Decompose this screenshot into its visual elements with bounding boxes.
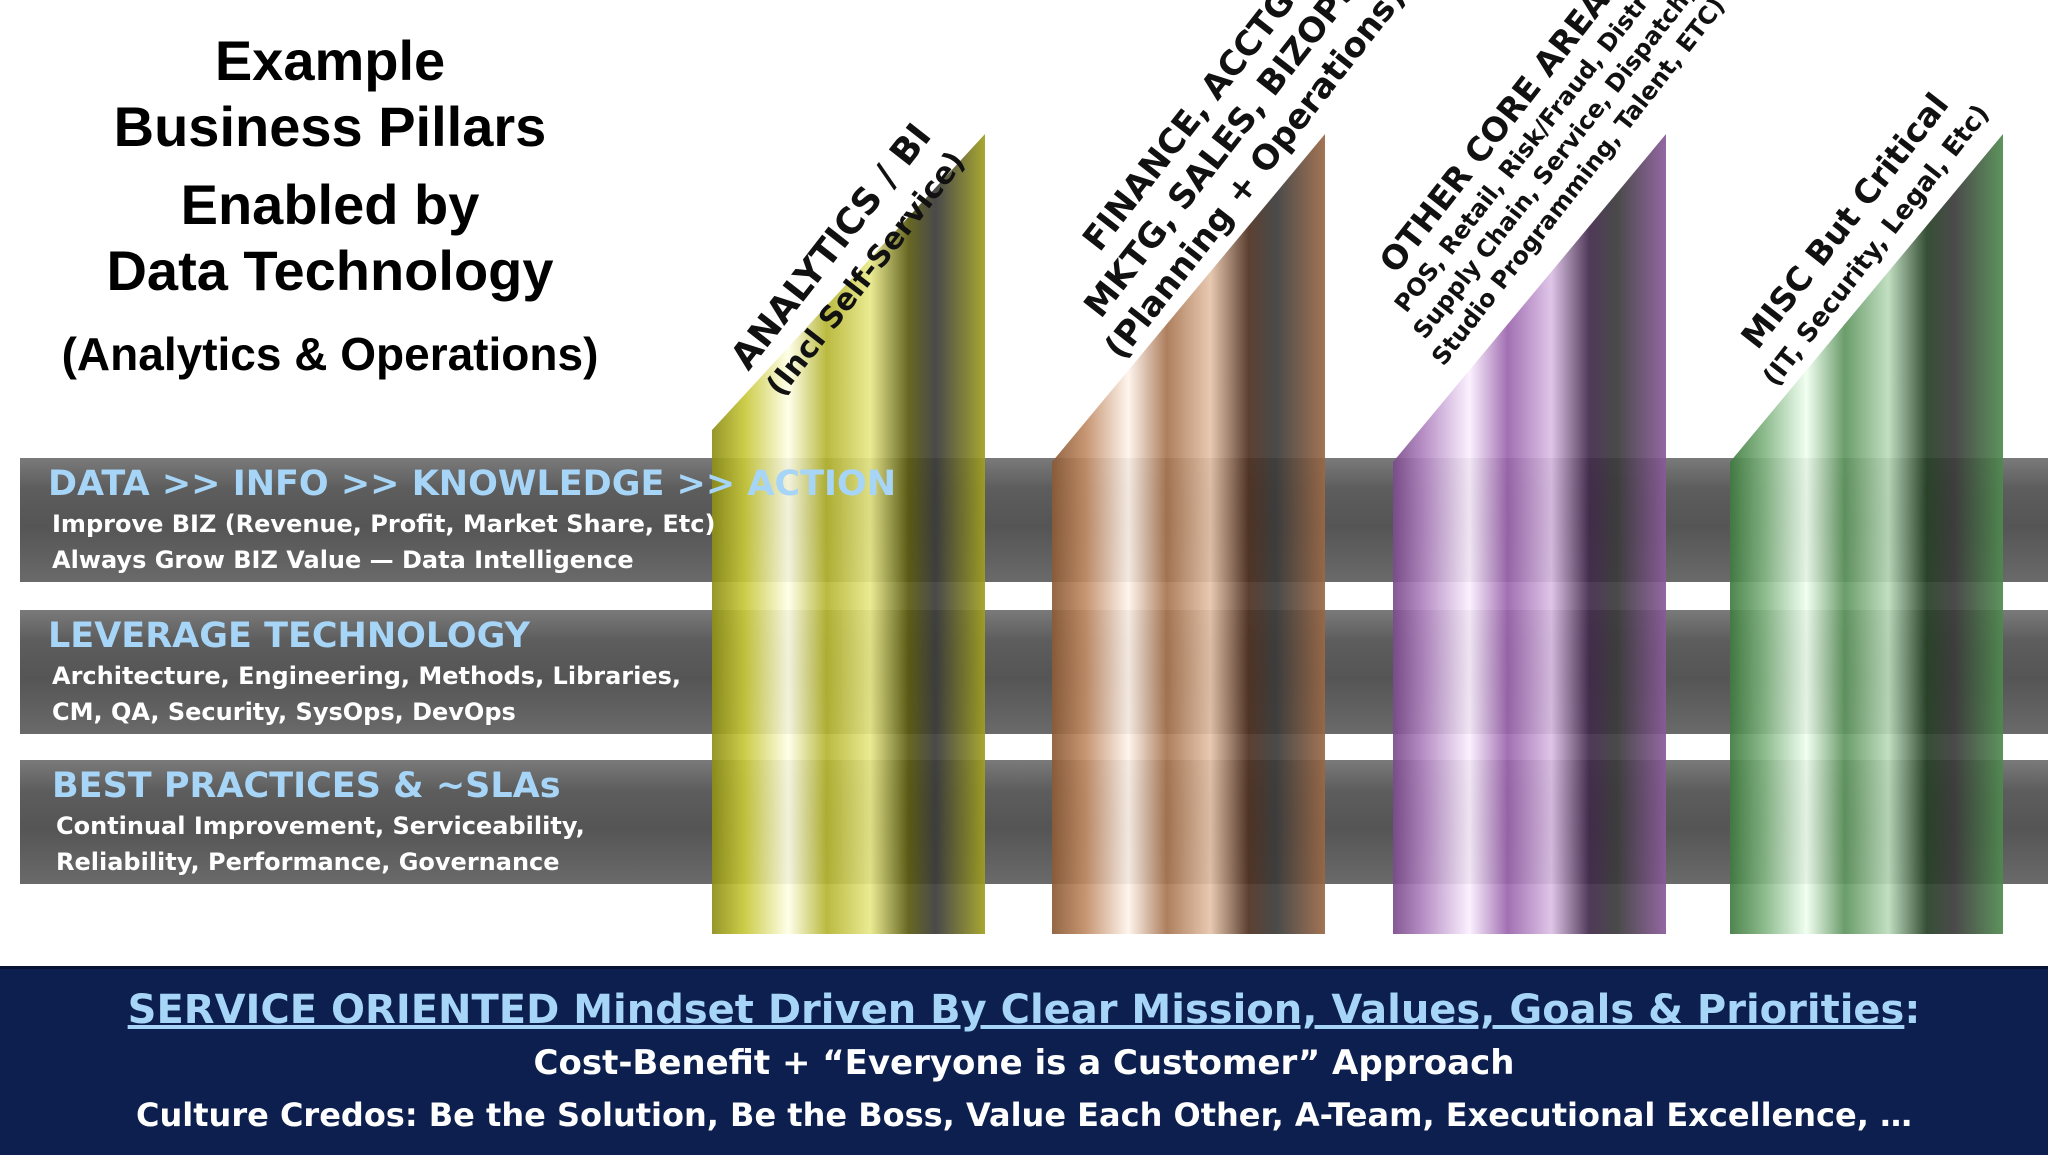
title-line-1: Example [214,29,446,92]
title-line-5: (Analytics & Operations) [61,328,599,380]
band-line: Continual Improvement, Serviceability, [56,812,585,840]
pillar-label-line: MISC But Critical [1733,85,1957,356]
band-heading-best-practices: BEST PRACTICES & ~SLAs [52,766,561,806]
title-line-3: Enabled by [180,173,480,236]
band-heading-data-info: DATA >> INFO >> KNOWLEDGE >> ACTION [48,464,897,504]
band-text-1: DATA >> INFO >> KNOWLEDGE >> ACTION Impr… [28,462,896,578]
pillar-label-line: (IT, Security, Legal, Etc) [1757,99,1996,393]
band-data-info [20,458,2048,582]
footer-line-1-underlined: SERVICE ORIENTED Mindset Driven By Clear… [127,987,1905,1033]
title-block: Example Business Pillars Enabled by Data… [0,28,660,382]
pillar-label-analytics: ANALYTICS / BI (Incl Self-Service) [722,115,976,406]
band-text-3: BEST PRACTICES & ~SLAs Continual Improve… [28,764,585,880]
title-line-2: Business Pillars [113,95,547,158]
band-heading-leverage-technology: LEVERAGE TECHNOLOGY [48,616,530,656]
footer-line-3: Culture Credos: Be the Solution, Be the … [136,1096,1912,1134]
footer-line-1: SERVICE ORIENTED Mindset Driven By Clear… [0,983,2048,1037]
footer-line-2: Cost-Benefit + “Everyone is a Customer” … [533,1043,1515,1083]
band-line: Improve BIZ (Revenue, Profit, Market Sha… [52,510,716,538]
footer-line-1-suffix: : [1904,987,1921,1033]
pillar-label-finance: FINANCE, ACCTG MKTG, SALES, BIZOPS (Plan… [1030,0,1414,368]
footer-banner: SERVICE ORIENTED Mindset Driven By Clear… [0,966,2048,1155]
band-line: CM, QA, Security, SysOps, DevOps [52,698,516,726]
pillar-label-misc: MISC But Critical (IT, Security, Legal, … [1722,71,2000,395]
band-line: Architecture, Engineering, Methods, Libr… [52,662,682,690]
band-text-2: LEVERAGE TECHNOLOGY Architecture, Engine… [28,614,681,730]
pillar-label-other-core: OTHER CORE AREAS POS, Retail, Risk/Fraud… [1345,0,1732,372]
band-line: Always Grow BIZ Value — Data Intelligenc… [52,546,634,574]
band-best-practices [20,760,2048,884]
band-line: Reliability, Performance, Governance [56,848,560,876]
band-leverage-technology [20,610,2048,734]
title-line-4: Data Technology [106,239,554,302]
